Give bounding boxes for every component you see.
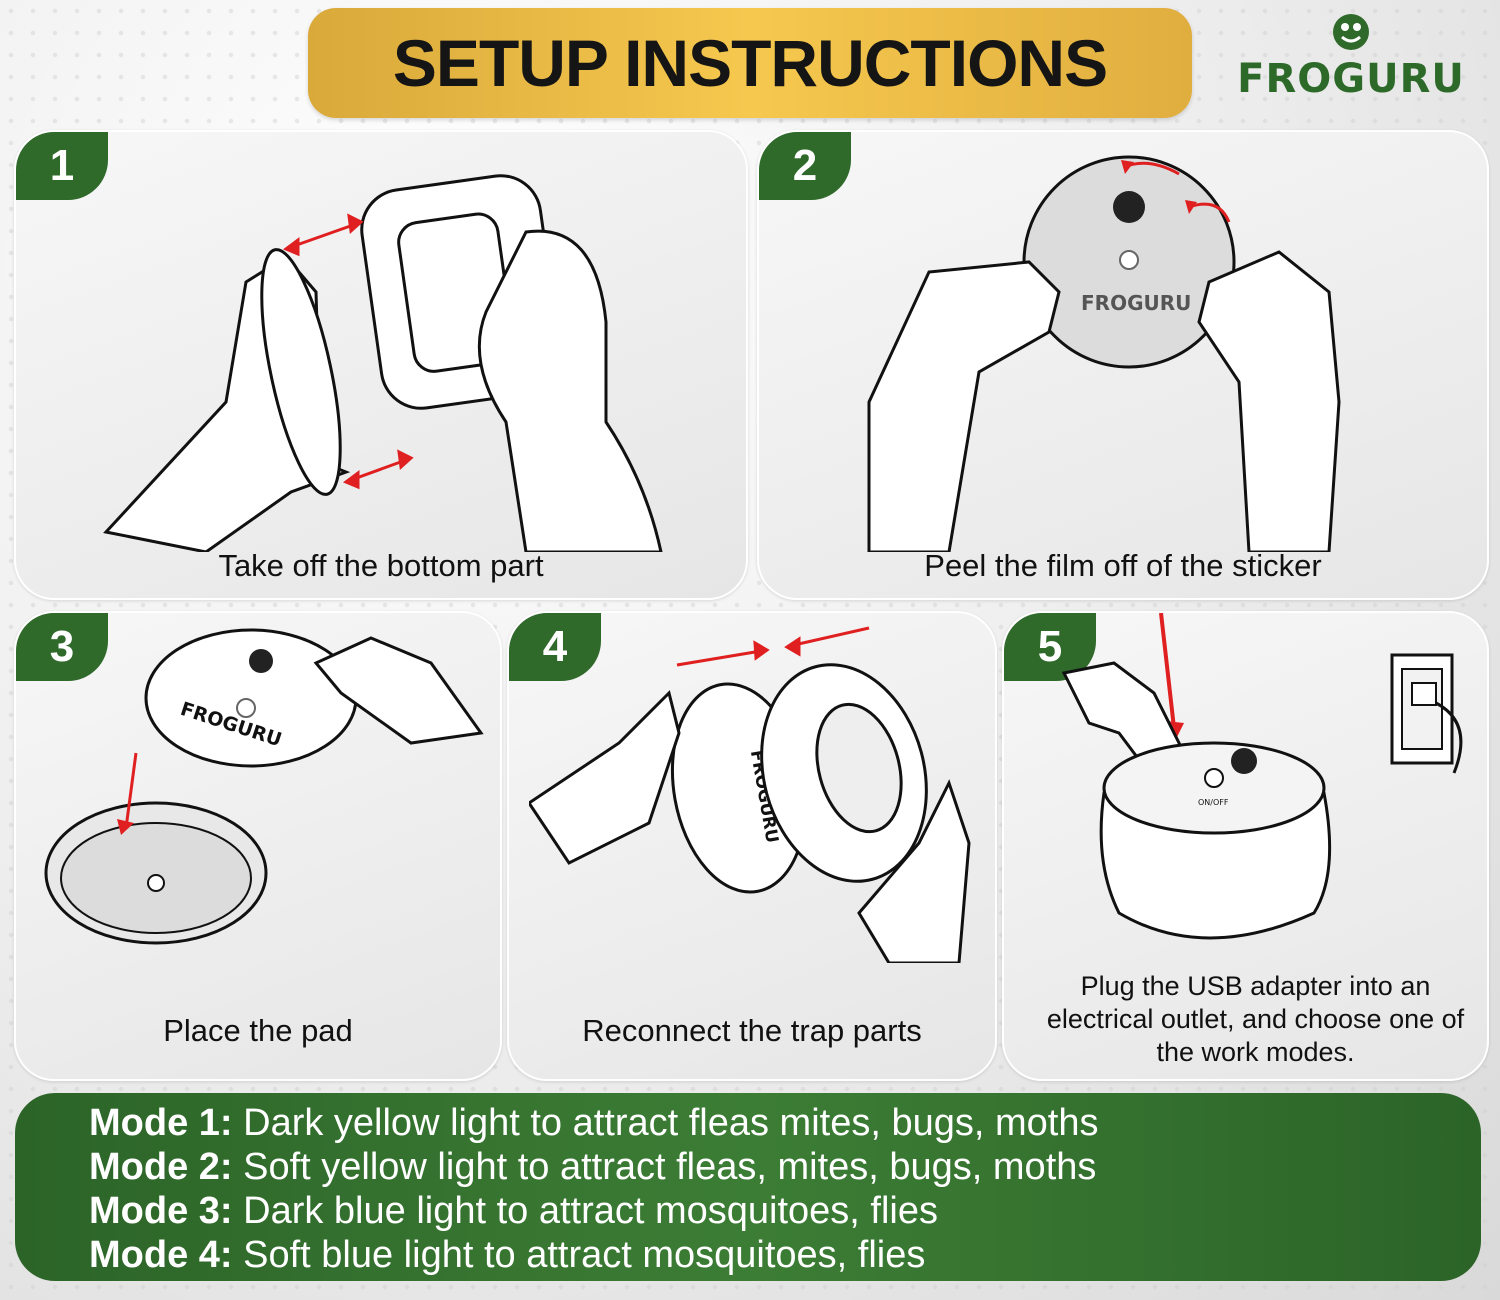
step-caption: Place the pad <box>163 1013 353 1048</box>
step-panel-4: 4 FROGURU Reconnect the trap parts <box>507 611 997 1081</box>
mode-item-4: Mode 4: Soft blue light to attract mosqu… <box>89 1233 1481 1277</box>
mode-label: Mode 2: <box>89 1146 233 1188</box>
mode-description: Soft blue light to attract mosquitoes, f… <box>243 1234 926 1276</box>
step-number-badge: 3 <box>16 613 108 681</box>
remove-bottom-illustration <box>103 174 663 552</box>
page-title: SETUP INSTRUCTIONS <box>392 26 1108 100</box>
brand-logo: FROGURU <box>1222 12 1480 112</box>
modes-panel: Mode 1: Dark yellow light to attract fle… <box>15 1093 1481 1281</box>
step-panel-3: 3 FROGURU Place the pad <box>14 611 502 1081</box>
step-caption: Take off the bottom part <box>218 548 544 583</box>
step-panel-5: 5 ON/OFF Plug the USB adapter into an el… <box>1002 611 1489 1081</box>
step-number-badge: 2 <box>759 132 851 200</box>
step-panel-1: 1 Take off the bottom part <box>14 130 748 600</box>
mode-description: Soft yellow light to attract fleas, mite… <box>243 1146 1097 1188</box>
place-pad-illustration: FROGURU <box>44 628 484 945</box>
sticker-brand-text: FROGURU <box>1081 291 1191 315</box>
mode-label: Mode 1: <box>89 1102 233 1144</box>
peel-film-illustration: FROGURU <box>867 155 1341 552</box>
step-number-badge: 5 <box>1004 613 1096 681</box>
brand-name: FROGURU <box>1237 56 1465 102</box>
plug-in-illustration: ON/OFF <box>1061 613 1463 940</box>
step-caption: Peel the film off of the sticker <box>924 548 1322 583</box>
mode-description: Dark blue light to attract mosquitoes, f… <box>243 1190 938 1232</box>
mode-label: Mode 4: <box>89 1234 233 1276</box>
power-button-label: ON/OFF <box>1198 798 1229 807</box>
step-caption: Plug the USB adapter into an electrical … <box>1046 971 1465 1067</box>
step-caption: Reconnect the trap parts <box>582 1013 922 1048</box>
frog-logo-icon <box>1333 14 1369 50</box>
mode-item-3: Mode 3: Dark blue light to attract mosqu… <box>89 1189 1481 1233</box>
mode-item-1: Mode 1: Dark yellow light to attract fle… <box>89 1101 1481 1145</box>
mode-description: Dark yellow light to attract fleas mites… <box>243 1102 1099 1144</box>
mode-item-2: Mode 2: Soft yellow light to attract fle… <box>89 1145 1481 1189</box>
step-panel-2: 2 FROGURU Peel the film off of the stick… <box>757 130 1489 600</box>
title-banner: SETUP INSTRUCTIONS <box>308 8 1192 118</box>
reconnect-trap-illustration: FROGURU <box>529 626 971 963</box>
mode-label: Mode 3: <box>89 1190 233 1232</box>
step-number-badge: 4 <box>509 613 601 681</box>
step-number-badge: 1 <box>16 132 108 200</box>
